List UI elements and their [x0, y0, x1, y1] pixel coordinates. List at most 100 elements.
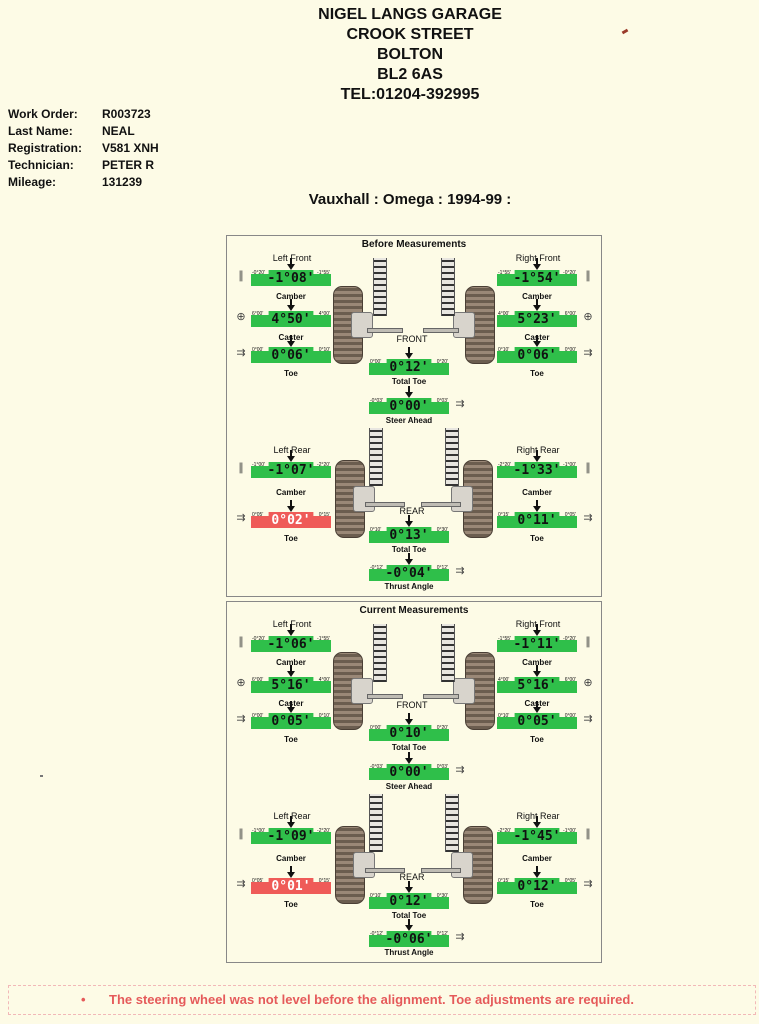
- gauge-value: 0°12': [517, 879, 557, 894]
- arrow-down-icon: [287, 299, 295, 311]
- suspension-hub: [451, 852, 473, 878]
- wheel-angle-icon: ⇉: [236, 512, 246, 524]
- gauge-min: 0°15': [498, 512, 510, 518]
- garage-name: NIGEL LANGS GARAGE: [318, 6, 502, 23]
- gauge-bar: [251, 347, 331, 363]
- caster-wheel-icon: ⊕: [236, 311, 246, 323]
- suspension-arm: [367, 328, 403, 333]
- detail-label: Mileage:: [8, 175, 57, 189]
- gauge-caption: Total Toe: [391, 545, 427, 554]
- garage-header: NIGEL LANGS GARAGE CROOK STREET BOLTON B…: [230, 5, 590, 105]
- gauge-value: 4°50': [271, 312, 311, 327]
- gauge-max: -1°55': [317, 270, 330, 276]
- gauge-max: 0°12': [436, 931, 448, 937]
- arrow-down-icon: [405, 752, 413, 764]
- lr-camber-gauge: -1°00'-2°20'-1°07': [251, 450, 331, 478]
- wheel-angle-icon: ∥: [585, 636, 591, 648]
- mileage-row: Mileage:131239: [8, 174, 159, 191]
- arrow-down-icon: [287, 500, 295, 512]
- gauge-bar: [497, 828, 577, 844]
- suspension-spring: [369, 428, 383, 486]
- total-toe-rear-gauge: 0°10'0°30'0°12': [369, 881, 449, 909]
- detail-label: Technician:: [8, 158, 74, 172]
- gauge-min: -1°55': [498, 636, 511, 642]
- arrow-down-icon: [405, 553, 413, 565]
- gauge-bar: [497, 311, 577, 327]
- wheel-angle-icon: ∥: [238, 828, 244, 840]
- gauge-caption: Toe: [284, 534, 298, 543]
- rf-caster-gauge: 4°00'6°00'5°23': [497, 299, 577, 327]
- wheel-angle-icon: ⇉: [236, 878, 246, 890]
- suspension-spring: [445, 794, 459, 852]
- wheel-angle-icon: ⇉: [583, 347, 593, 359]
- gauge-value: -1°11': [513, 637, 561, 652]
- axle-label-left-rear: Left Rear: [273, 811, 311, 821]
- gauge-bar: [251, 462, 331, 478]
- arrow-down-icon: [287, 624, 295, 636]
- gauge-max: -2°20': [317, 462, 330, 468]
- axle-label-left-front: Left Front: [272, 253, 312, 263]
- lr-toe-gauge: 0°05'0°15'0°01': [251, 866, 331, 894]
- axle-label-rear: REAR: [399, 872, 425, 882]
- gauge-caption: Steer Ahead: [385, 782, 433, 791]
- wheel-angle-icon: ⇉: [455, 764, 465, 776]
- suspension-arm: [423, 694, 459, 699]
- gauge-min: 0°00': [252, 347, 264, 353]
- detail-value: NEAL: [102, 124, 135, 138]
- gauge-max: 4°00': [318, 677, 330, 683]
- gauge-max: 0°30': [436, 527, 448, 533]
- lr-toe-gauge: 0°05'0°15'0°02': [251, 500, 331, 528]
- gauge-bar: [251, 270, 331, 286]
- gauge-min: 0°00': [252, 713, 264, 719]
- gauge-max: 0°12': [436, 565, 448, 571]
- gauge-caption: Thrust Angle: [384, 582, 434, 591]
- gauge-caption: Toe: [530, 534, 544, 543]
- gauge-bar: [369, 725, 449, 741]
- wheel-angle-icon: ⇉: [455, 931, 465, 943]
- gauge-max: -1°00': [563, 828, 576, 834]
- axle-label-left-front: Left Front: [272, 619, 312, 629]
- gauge-max: 4°00': [318, 311, 330, 317]
- steer-ahead-gauge: -0°03'0°03'0°00': [369, 386, 449, 414]
- axle-label-front: FRONT: [396, 700, 428, 710]
- gauge-caption: Toe: [530, 900, 544, 909]
- gauge-bar: [497, 512, 577, 528]
- thrust-angle-gauge: -0°12'0°12'-0°06': [369, 919, 449, 947]
- wheel-angle-icon: ⇉: [236, 713, 246, 725]
- gauge-caption: Total Toe: [391, 377, 427, 386]
- garage-street: CROOK STREET: [346, 26, 474, 43]
- wheel-angle-icon: ∥: [238, 270, 244, 282]
- rr-toe-gauge: 0°15'0°05'0°12': [497, 866, 577, 894]
- arrow-down-icon: [405, 515, 413, 527]
- axle-label-right-rear: Right Rear: [516, 811, 560, 821]
- gauge-caption: Camber: [276, 488, 306, 497]
- gauge-bar: [497, 713, 577, 729]
- arrow-down-icon: [287, 665, 295, 677]
- arrow-down-icon: [533, 335, 541, 347]
- rr-camber-gauge: -2°20'-1°00'-1°45': [497, 816, 577, 844]
- gauge-bar: [251, 512, 331, 528]
- detail-label: Work Order:: [8, 107, 78, 121]
- rf-caster-gauge: 4°00'6°00'5°16': [497, 665, 577, 693]
- rf-toe-gauge: 0°10'0°00'0°06': [497, 335, 577, 363]
- rr-camber-gauge: -2°20'-1°00'-1°33': [497, 450, 577, 478]
- rf-camber-gauge: -1°55'-0°20'-1°54': [497, 258, 577, 286]
- gauge-bar: [369, 527, 449, 543]
- suspension-hub: [351, 312, 373, 338]
- arrow-down-icon: [405, 919, 413, 931]
- wheel-angle-icon: ∥: [585, 828, 591, 840]
- gauge-max: 0°03': [436, 398, 448, 404]
- arrow-down-icon: [287, 866, 295, 878]
- gauge-value: 0°01': [271, 879, 311, 894]
- wheel-angle-icon: ∥: [585, 462, 591, 474]
- gauge-min: -0°20': [252, 636, 265, 642]
- suspension-hub: [351, 678, 373, 704]
- alignment-note-box: • The steering wheel was not level befor…: [8, 985, 756, 1015]
- technician-row: Technician:PETER R: [8, 157, 159, 174]
- rf-toe-gauge: 0°10'0°00'0°05': [497, 701, 577, 729]
- arrow-down-icon: [533, 624, 541, 636]
- gauge-min: -0°20': [252, 270, 265, 276]
- wheel-angle-icon: ⇉: [455, 565, 465, 577]
- rf-camber-gauge: -1°55'-0°20'-1°11': [497, 624, 577, 652]
- arrow-down-icon: [287, 258, 295, 270]
